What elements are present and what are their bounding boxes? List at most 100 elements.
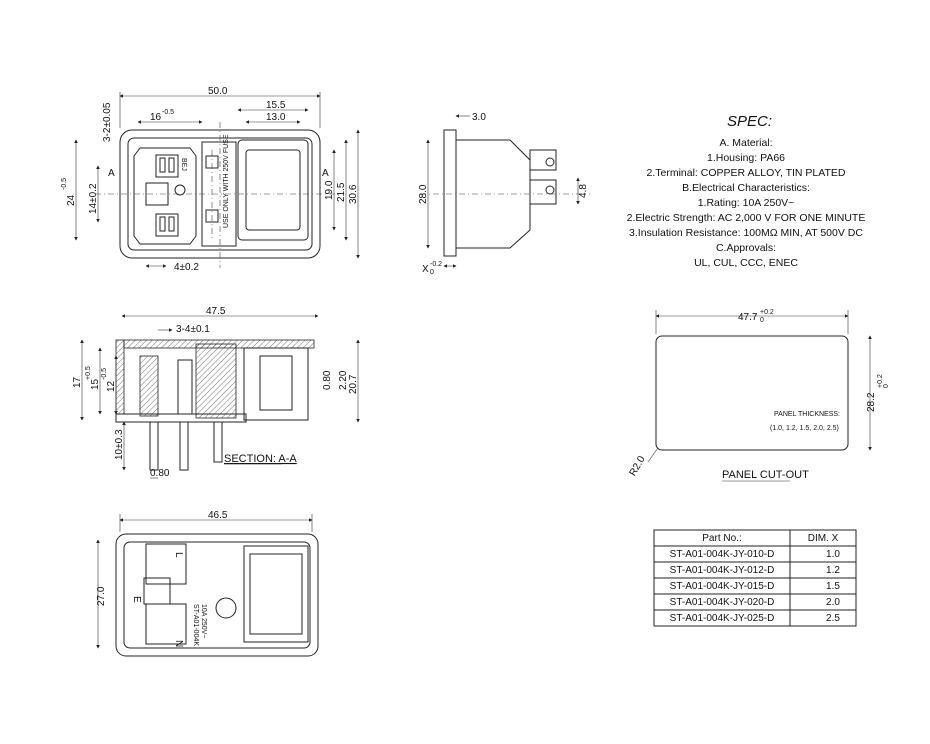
dim-side-x: X bbox=[422, 264, 429, 275]
side-body bbox=[455, 139, 531, 249]
bottom-n-terminal bbox=[145, 603, 187, 645]
dim-side-tab: 4.8 bbox=[578, 184, 589, 198]
section-pin-1 bbox=[149, 421, 159, 471]
section-switch-inner bbox=[259, 355, 293, 411]
dim-cutout-height: 28.2 bbox=[866, 392, 877, 412]
dim-section-080-right: 0.80 bbox=[322, 370, 333, 390]
dim-section-width: 47.5 bbox=[206, 306, 226, 317]
dim-switch-inner: 13.0 bbox=[266, 112, 286, 123]
spec-line-9: UL, CUL, CCC, ENEC bbox=[694, 257, 798, 269]
cert-mark-icon bbox=[174, 184, 186, 196]
bottom-outline bbox=[115, 533, 319, 657]
side-tab-mid bbox=[529, 179, 557, 205]
table-row-dim: 1.2 bbox=[826, 565, 840, 576]
mark-l: L bbox=[173, 552, 184, 558]
pin-top-right bbox=[168, 157, 175, 173]
dim-section-220: 2.20 bbox=[338, 370, 349, 390]
pin-top-left bbox=[159, 157, 166, 173]
dim-side-top: 3.0 bbox=[472, 112, 486, 123]
dim-height-24: 24 bbox=[66, 194, 77, 206]
spec-line-3: 2.Terminal: COPPER ALLOY, TIN PLATED bbox=[647, 167, 846, 179]
dim-height-14: 14±0.2 bbox=[88, 183, 99, 214]
table-row-dim: 2.0 bbox=[826, 597, 840, 608]
spec-line-7: 3.Insulation Resistance: 100MΩ MIN, AT 5… bbox=[629, 227, 863, 239]
dim-switch-19: 19.0 bbox=[324, 180, 335, 200]
dim-cutout-height-tol-low: 0 bbox=[883, 384, 890, 388]
side-tab-top bbox=[529, 149, 557, 171]
spec-line-5: 1.Rating: 10A 250V~ bbox=[698, 197, 795, 209]
tab-hole-top bbox=[545, 157, 555, 167]
dim-bottom-height: 27.0 bbox=[96, 586, 107, 606]
section-wall-left bbox=[115, 339, 125, 415]
table-row-part: ST-A01-004K-JY-025-D bbox=[670, 613, 775, 624]
table-row-dim: 2.5 bbox=[826, 613, 840, 624]
bej-mark: BEJ bbox=[180, 158, 187, 171]
panel-cutout: 47.7 +0.2 0 28.2 +0.2 0 R2.0 PANEL THICK… bbox=[628, 309, 890, 482]
spec-line-1: A. Material: bbox=[719, 137, 772, 149]
section-pin-3 bbox=[213, 421, 223, 463]
section-label: SECTION: A-A bbox=[224, 453, 297, 465]
pin-socket-top bbox=[155, 154, 179, 178]
dim-section-207: 20.7 bbox=[348, 374, 359, 394]
dim-section-h15-tol: +0.5 bbox=[85, 366, 92, 380]
fuse-slot-bottom bbox=[205, 209, 219, 223]
dim-side-x-tol: -0.2 bbox=[430, 261, 442, 268]
section-fuse-holder bbox=[195, 343, 237, 419]
spec-line-6: 2.Electric Strength: AC 2,000 V FOR ONE … bbox=[627, 212, 866, 224]
fuse-text: USE ONLY WITH 250V FUSE bbox=[223, 134, 230, 228]
dim-cutout-width-tol: +0.2 bbox=[760, 309, 774, 316]
dim-side-x-tol-low: 0 bbox=[430, 269, 434, 276]
side-flange bbox=[443, 129, 457, 257]
spec-line-4: B.Electrical Characteristics: bbox=[682, 182, 810, 194]
dim-switch-outer: 15.5 bbox=[266, 100, 286, 111]
section-pin-2 bbox=[179, 421, 189, 471]
dim-fuse-offset: 16 bbox=[150, 112, 162, 123]
bottom-l-terminal bbox=[145, 543, 187, 585]
table-row-dim: 1.5 bbox=[826, 581, 840, 592]
dim-height-30-6: 30.6 bbox=[348, 184, 359, 204]
switch-outer bbox=[237, 139, 309, 241]
switch-rocker bbox=[245, 149, 301, 231]
dim-section-h15: 15 bbox=[90, 378, 101, 390]
dim-section-h12-tol: -0.5 bbox=[101, 368, 108, 380]
spec-line-2: 1.Housing: PA66 bbox=[707, 152, 785, 164]
section-switch bbox=[243, 347, 309, 421]
panel-cutout-label: PANEL CUT-OUT bbox=[722, 469, 809, 481]
section-cavity bbox=[177, 359, 193, 415]
dim-fuse-offset-tol: -0.5 bbox=[162, 109, 174, 116]
inlet-outline bbox=[133, 147, 197, 245]
dim-bottom-width: 46.5 bbox=[208, 510, 228, 521]
dim-section-h12: 12 bbox=[106, 380, 117, 392]
spec-line-8: C.Approvals: bbox=[716, 242, 776, 254]
dim-overall-width: 50.0 bbox=[208, 86, 228, 97]
table-row-part: ST-A01-004K-JY-015-D bbox=[670, 581, 775, 592]
bottom-switch bbox=[243, 545, 309, 643]
front-view: BEJ USE ONLY WITH 250V FUSE 50.0 16 -0.5… bbox=[61, 86, 360, 273]
spec-title: SPEC: bbox=[727, 113, 772, 130]
table-row-part: ST-A01-004K-JY-020-D bbox=[670, 597, 775, 608]
bottom-view: L N E ST-A01-004K 10A 250V~ 46.5 27.0 bbox=[96, 510, 319, 657]
dim-cutout-height-tol: +0.2 bbox=[877, 374, 884, 388]
dim-offset-4: 4±0.2 bbox=[174, 262, 199, 273]
panel-thickness-values: (1.0, 1.2, 1.5, 2.0, 2.5) bbox=[770, 425, 839, 432]
ground-socket bbox=[145, 182, 169, 206]
table-row-part: ST-A01-004K-JY-010-D bbox=[670, 549, 775, 560]
tab-hole-mid bbox=[545, 185, 555, 195]
dim-cutout-width: 47.7 bbox=[738, 312, 758, 323]
section-mark-right: A bbox=[322, 168, 329, 179]
table-row-part: ST-A01-004K-JY-012-D bbox=[670, 565, 775, 576]
mark-e: E bbox=[131, 596, 142, 603]
mark-n: N bbox=[173, 640, 184, 647]
cutout-outline bbox=[655, 335, 849, 451]
dim-section-offset: 3-4±0.1 bbox=[176, 324, 210, 335]
dim-section-h17: 17 bbox=[72, 376, 83, 388]
side-view: 3.0 28.0 4.8 X -0.2 0 bbox=[418, 112, 590, 276]
dim-cutout-width-tol-low: 0 bbox=[760, 317, 764, 324]
dim-side-height: 28.0 bbox=[418, 184, 429, 204]
dim-top-height: 3-2±0.05 bbox=[102, 102, 113, 142]
dim-section-pin: 10±0.3 bbox=[114, 429, 125, 460]
table-header-part: Part No.: bbox=[702, 533, 741, 544]
table-header-dim: DIM. X bbox=[808, 533, 839, 544]
spec-block: SPEC: A. Material: 1.Housing: PA66 2.Ter… bbox=[627, 113, 866, 269]
mark-rating: 10A 250V~ bbox=[200, 604, 207, 638]
